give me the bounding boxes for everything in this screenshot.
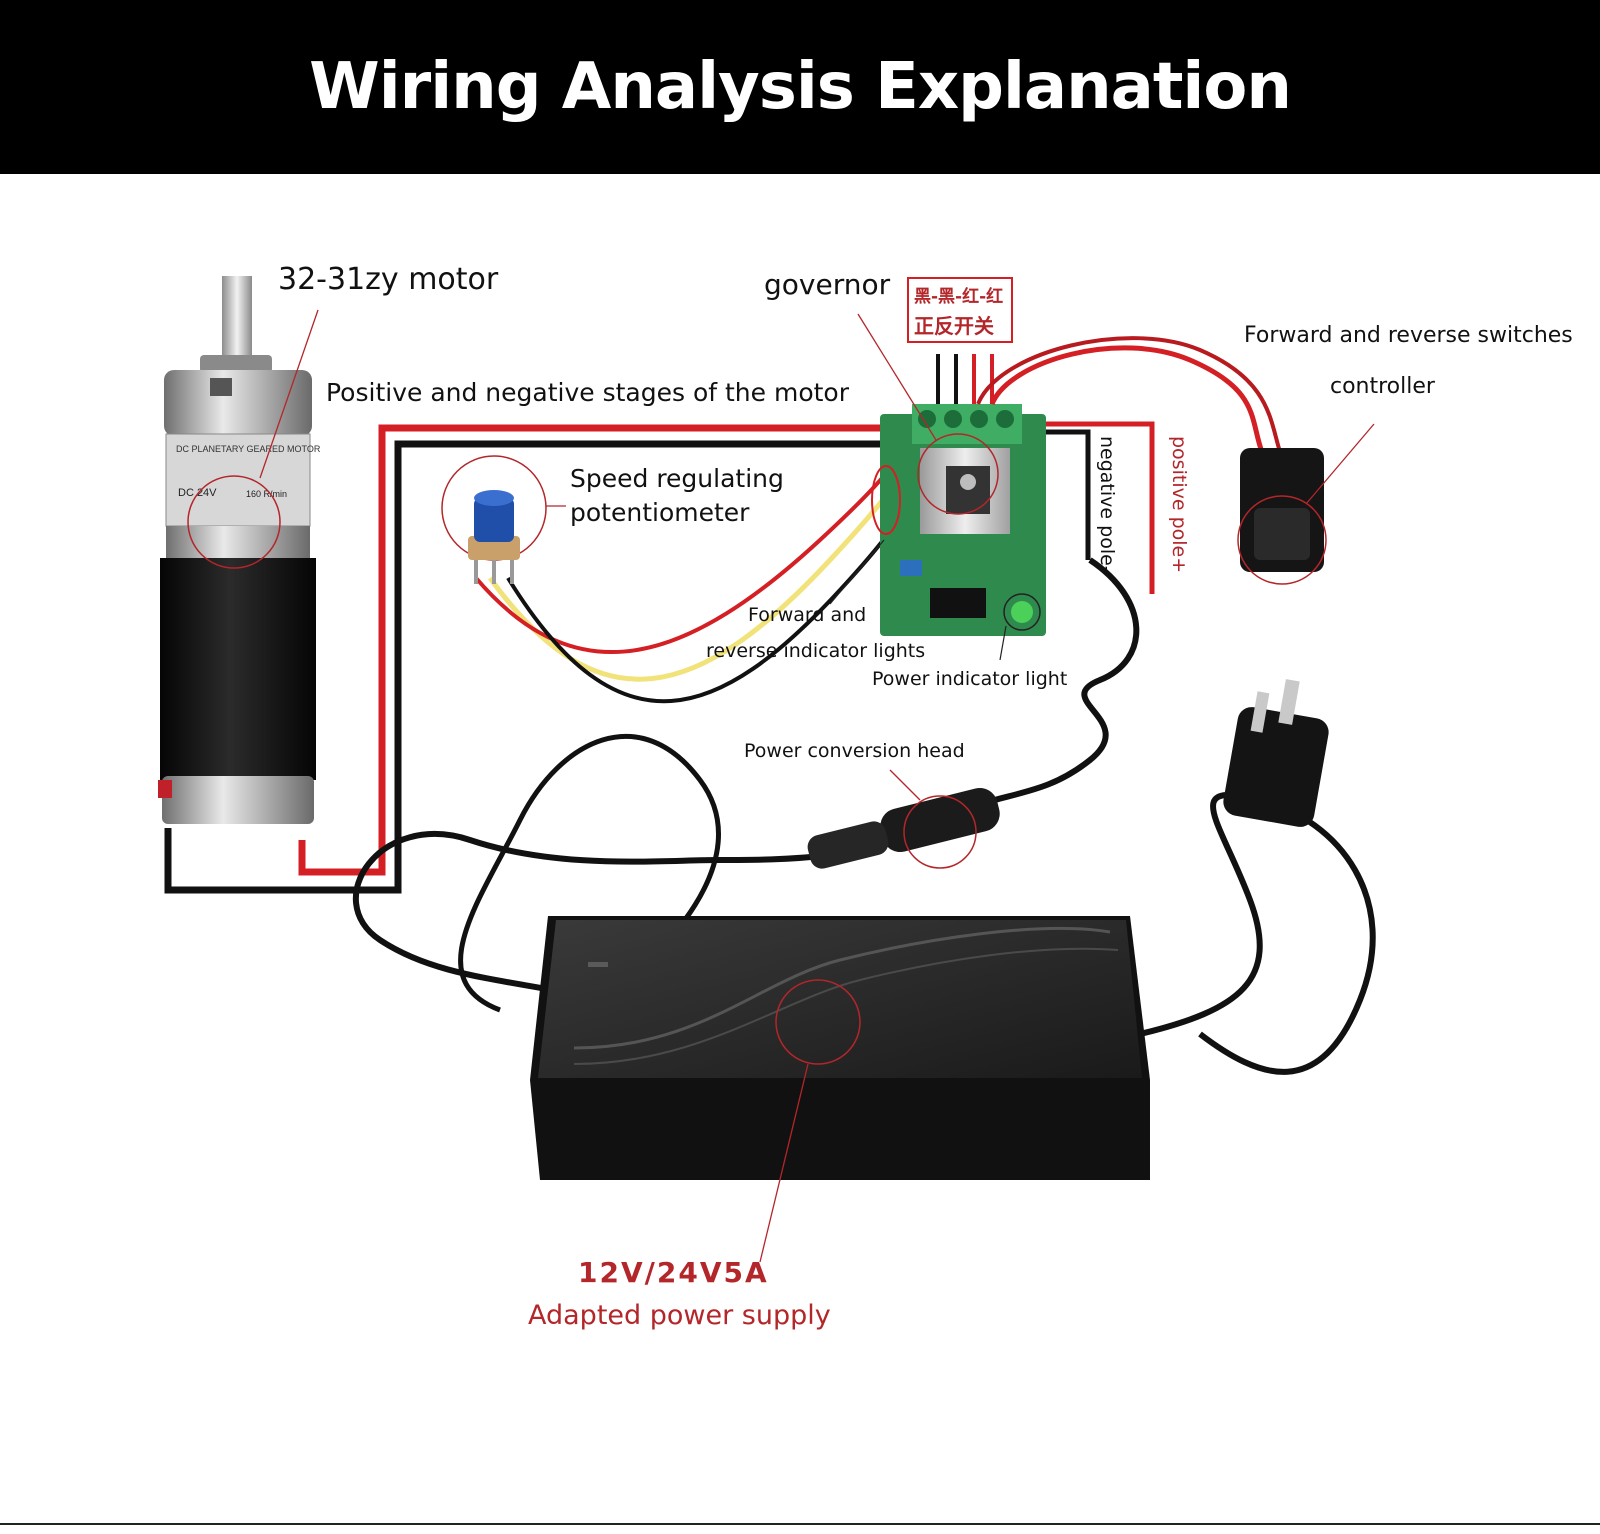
label-supply-rating: 12V/24V5A [578,1256,769,1289]
page-title: Wiring Analysis Explanation [309,50,1292,124]
adapter-callout-line [759,1063,809,1263]
dc-cable [352,557,1140,1013]
label-motor: 32-31zy motor [278,262,499,297]
motor-terminal [158,780,172,798]
plug-prong [1250,691,1270,733]
motor-plate-model: DC PLANETARY GEARED MOTOR [176,444,321,454]
conversion-callout-circle [903,795,977,869]
plug-prong [1278,679,1300,725]
motor-callout-line [259,309,319,479]
label-switch-wire-colors: 黑-黑-红-红 [914,287,1004,307]
label-governor: governor [764,268,891,301]
label-indicator-line2: reverse indicator lights [706,640,926,662]
motor-callout-circle [187,475,281,569]
conversion-callout-line [889,769,921,801]
label-switch-controller-line1: Forward and reverse switches [1244,323,1573,348]
label-switch-wire-function: 正反开关 [914,314,994,338]
adapter-led [588,962,608,967]
motor-band [166,526,310,560]
motor-wire-black [164,440,880,894]
motor-shaft [222,276,252,362]
governor-callout-circle [917,433,999,515]
adapter-callout-circle [775,979,861,1065]
label-potentiometer-line2: potentiometer [570,498,750,527]
label-potentiometer-line1: Speed regulating [570,464,784,493]
motor-wires [164,421,1155,894]
wiring-diagram: DC PLANETARY GEARED MOTOR DC 24V 160 R/m… [0,174,1600,1529]
title-banner: Wiring Analysis Explanation [0,0,1600,174]
motor-wire-red [298,424,880,876]
positive-lead [1044,421,1155,594]
ic-chip [930,588,986,618]
label-power-indicator: Power indicator light [872,668,1068,690]
pot-knob [474,498,514,542]
governor-board [829,277,1046,661]
motor: DC PLANETARY GEARED MOTOR DC 24V 160 R/m… [158,276,321,824]
label-indicator-line1: Forward and [748,604,867,626]
label-supply-name: Adapted power supply [528,1300,831,1331]
power-led [1011,601,1033,623]
label-power-conversion: Power conversion head [744,740,965,762]
governor-callout-line [857,313,937,441]
diagram-canvas: DC PLANETARY GEARED MOTOR DC 24V 160 R/m… [158,276,1376,1263]
switch-callout-line [1305,423,1375,505]
reverse-switch [976,336,1375,585]
motor-plate-speed: 160 R/min [246,489,287,499]
switch-callout-circle [1237,495,1327,585]
motor-endcap [162,776,314,824]
ac-plug [1139,679,1376,1075]
motor-body [160,558,316,780]
label-positive-pole: positive pole+ [1168,436,1190,574]
plug-body [1223,707,1329,827]
label-motor-stages: Positive and negative stages of the moto… [326,378,849,407]
label-negative-pole: negative pole- [1096,436,1118,573]
adapter-top [538,920,1142,1078]
switch-wire-legend-box [907,277,1013,343]
label-switch-controller-line2: controller [1330,374,1435,399]
power-conversion-head [880,787,1000,853]
power-adapter [530,916,1150,1263]
motor-collar [200,355,272,373]
indicator-callout [871,465,901,535]
motor-gearbox [164,370,312,436]
bottom-rule [0,1523,1600,1525]
negative-lead [1040,429,1091,560]
